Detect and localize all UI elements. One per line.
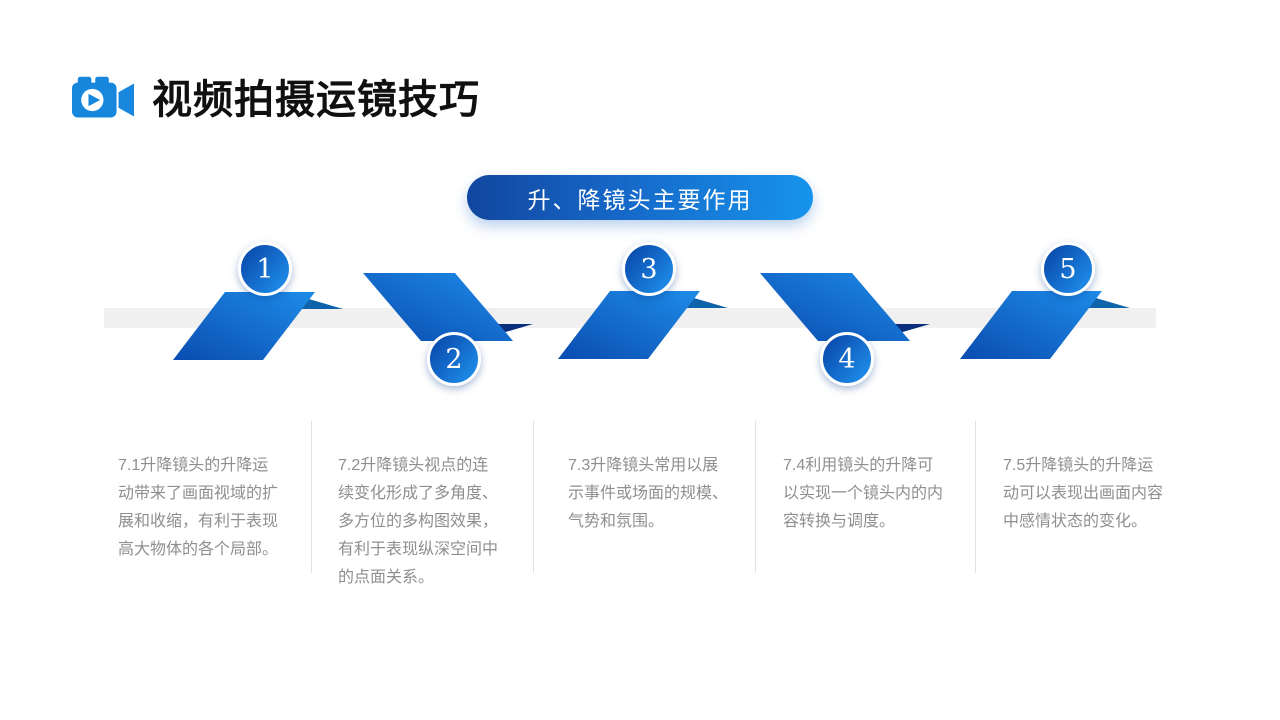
timeline-ribbon-2 <box>363 273 533 341</box>
timeline-ribbon-5 <box>960 291 1130 359</box>
step-number-5: 5 <box>1059 253 1077 285</box>
section-banner: 升、降镜头主要作用 <box>467 175 813 220</box>
column-divider <box>975 421 976 573</box>
step-number-1: 1 <box>256 253 274 285</box>
section-banner-label: 升、降镜头主要作用 <box>527 186 753 213</box>
slide-header: 视频拍摄运镜技巧 <box>72 76 480 124</box>
step-number-badge-4: 4 <box>820 332 874 386</box>
step-description-3: 7.3升降镜头常用以展 示事件或场面的规模、 气势和氛围。 <box>568 457 729 530</box>
column-divider <box>755 421 756 573</box>
step-number-3: 3 <box>640 253 658 285</box>
step-description-5: 7.5升降镜头的升降运 动可以表现出画面内容 中感情状态的变化。 <box>1003 457 1164 530</box>
step-number-4: 4 <box>838 343 856 375</box>
timeline-ribbon-4 <box>760 273 930 341</box>
step-number-badge-1: 1 <box>238 242 292 296</box>
step-number-badge-2: 2 <box>427 332 481 386</box>
step-number-badge-3: 3 <box>622 242 676 296</box>
step-description-2: 7.2升降镜头视点的连 续变化形成了多角度、 多方位的多构图效果， 有利于表现纵… <box>338 457 499 586</box>
video-camera-icon <box>72 76 134 118</box>
timeline-ribbon-3 <box>558 291 728 359</box>
column-divider <box>311 421 312 573</box>
slide-title: 视频拍摄运镜技巧 <box>152 78 480 122</box>
step-description-1: 7.1升降镜头的升降运 动带来了画面视域的扩 展和收缩，有利于表现 高大物体的各… <box>118 457 279 558</box>
step-number-badge-5: 5 <box>1041 242 1095 296</box>
step-number-2: 2 <box>445 343 463 375</box>
step-description-4: 7.4利用镜头的升降可 以实现一个镜头内的内 容转换与调度。 <box>783 457 944 530</box>
timeline-ribbon-1 <box>173 292 343 360</box>
column-divider <box>533 421 534 573</box>
